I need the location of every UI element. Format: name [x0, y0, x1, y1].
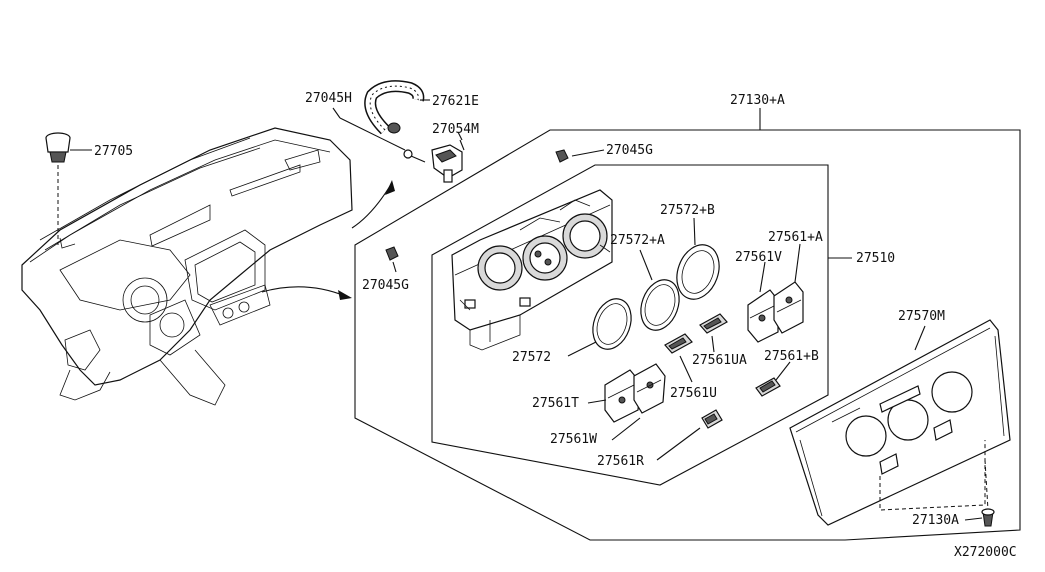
label-27561T: 27561T	[532, 396, 579, 411]
leader-27570M	[914, 325, 926, 351]
part-27130A-screw	[981, 459, 995, 527]
callout-arrow-lower	[261, 286, 346, 297]
part-27045H-screw	[403, 149, 426, 163]
label-27561A: 27561+A	[768, 230, 823, 245]
leader-27572A	[639, 249, 653, 281]
fascia-panel-27570M	[789, 319, 1011, 526]
label-27561V: 27561V	[735, 250, 782, 265]
label-27045G-top: 27045G	[606, 143, 653, 158]
label-27561W: 27561W	[550, 432, 597, 447]
label-27621E: 27621E	[432, 94, 479, 109]
label-27572B: 27572+B	[660, 203, 715, 218]
switch-27561R	[701, 409, 723, 429]
switch-27561B	[755, 377, 781, 397]
label-27705: 27705	[94, 144, 133, 159]
leader-27561T	[587, 399, 607, 404]
label-27572: 27572	[512, 350, 551, 365]
ring-27572A	[640, 279, 680, 331]
label-27561UA: 27561UA	[692, 353, 747, 368]
leader-27561R	[656, 427, 701, 461]
leader-27561W	[611, 417, 641, 441]
part-27621E-hose	[364, 80, 430, 135]
leader-27045H-b	[339, 117, 406, 151]
arrowhead-lower	[338, 290, 352, 300]
label-27510: 27510	[856, 251, 895, 266]
switch-27561W	[633, 363, 666, 414]
leader-27572	[567, 341, 597, 357]
part-27045G-clip-top	[555, 149, 605, 163]
assembly-outline-27130A	[354, 129, 1021, 541]
leader-27045H	[332, 107, 341, 119]
label-27561R: 27561R	[597, 454, 644, 469]
ring-27572B	[676, 244, 720, 300]
heater-control-unit	[451, 189, 613, 351]
leader-27561UA	[711, 335, 715, 353]
leader-27561A	[794, 243, 801, 283]
instrument-panel	[21, 127, 353, 406]
switch-27561UA	[699, 313, 728, 334]
part-27705-plug	[45, 132, 92, 245]
leader-27130A	[964, 517, 983, 521]
leader-27561V	[759, 261, 766, 293]
label-27570M: 27570M	[898, 309, 945, 324]
label-27054M: 27054M	[432, 122, 479, 137]
label-27130A: 27130A	[912, 513, 959, 528]
diagram-code: X272000C	[954, 545, 1017, 560]
arrowhead-upper	[385, 180, 395, 195]
label-27130A-top: 27130+A	[730, 93, 785, 108]
switch-27561T	[604, 369, 641, 423]
label-27045G-left: 27045G	[362, 278, 409, 293]
label-27561B: 27561+B	[764, 349, 819, 364]
ring-27572	[592, 298, 632, 350]
label-27572A: 27572+A	[610, 233, 665, 248]
switch-27561V	[747, 289, 779, 343]
leader-27561B	[775, 361, 791, 381]
label-27045H: 27045H	[305, 91, 352, 106]
switch-27561U	[664, 333, 693, 354]
assembly-outline-27510	[431, 164, 829, 486]
callout-arrow-upper	[351, 185, 391, 229]
switch-27561A	[773, 281, 804, 334]
part-27045G-clip-left	[385, 246, 399, 273]
leader-27572B	[693, 217, 696, 246]
label-27561U: 27561U	[670, 386, 717, 401]
part-27054M-sensor	[431, 131, 465, 183]
leader-27561U	[679, 355, 693, 383]
